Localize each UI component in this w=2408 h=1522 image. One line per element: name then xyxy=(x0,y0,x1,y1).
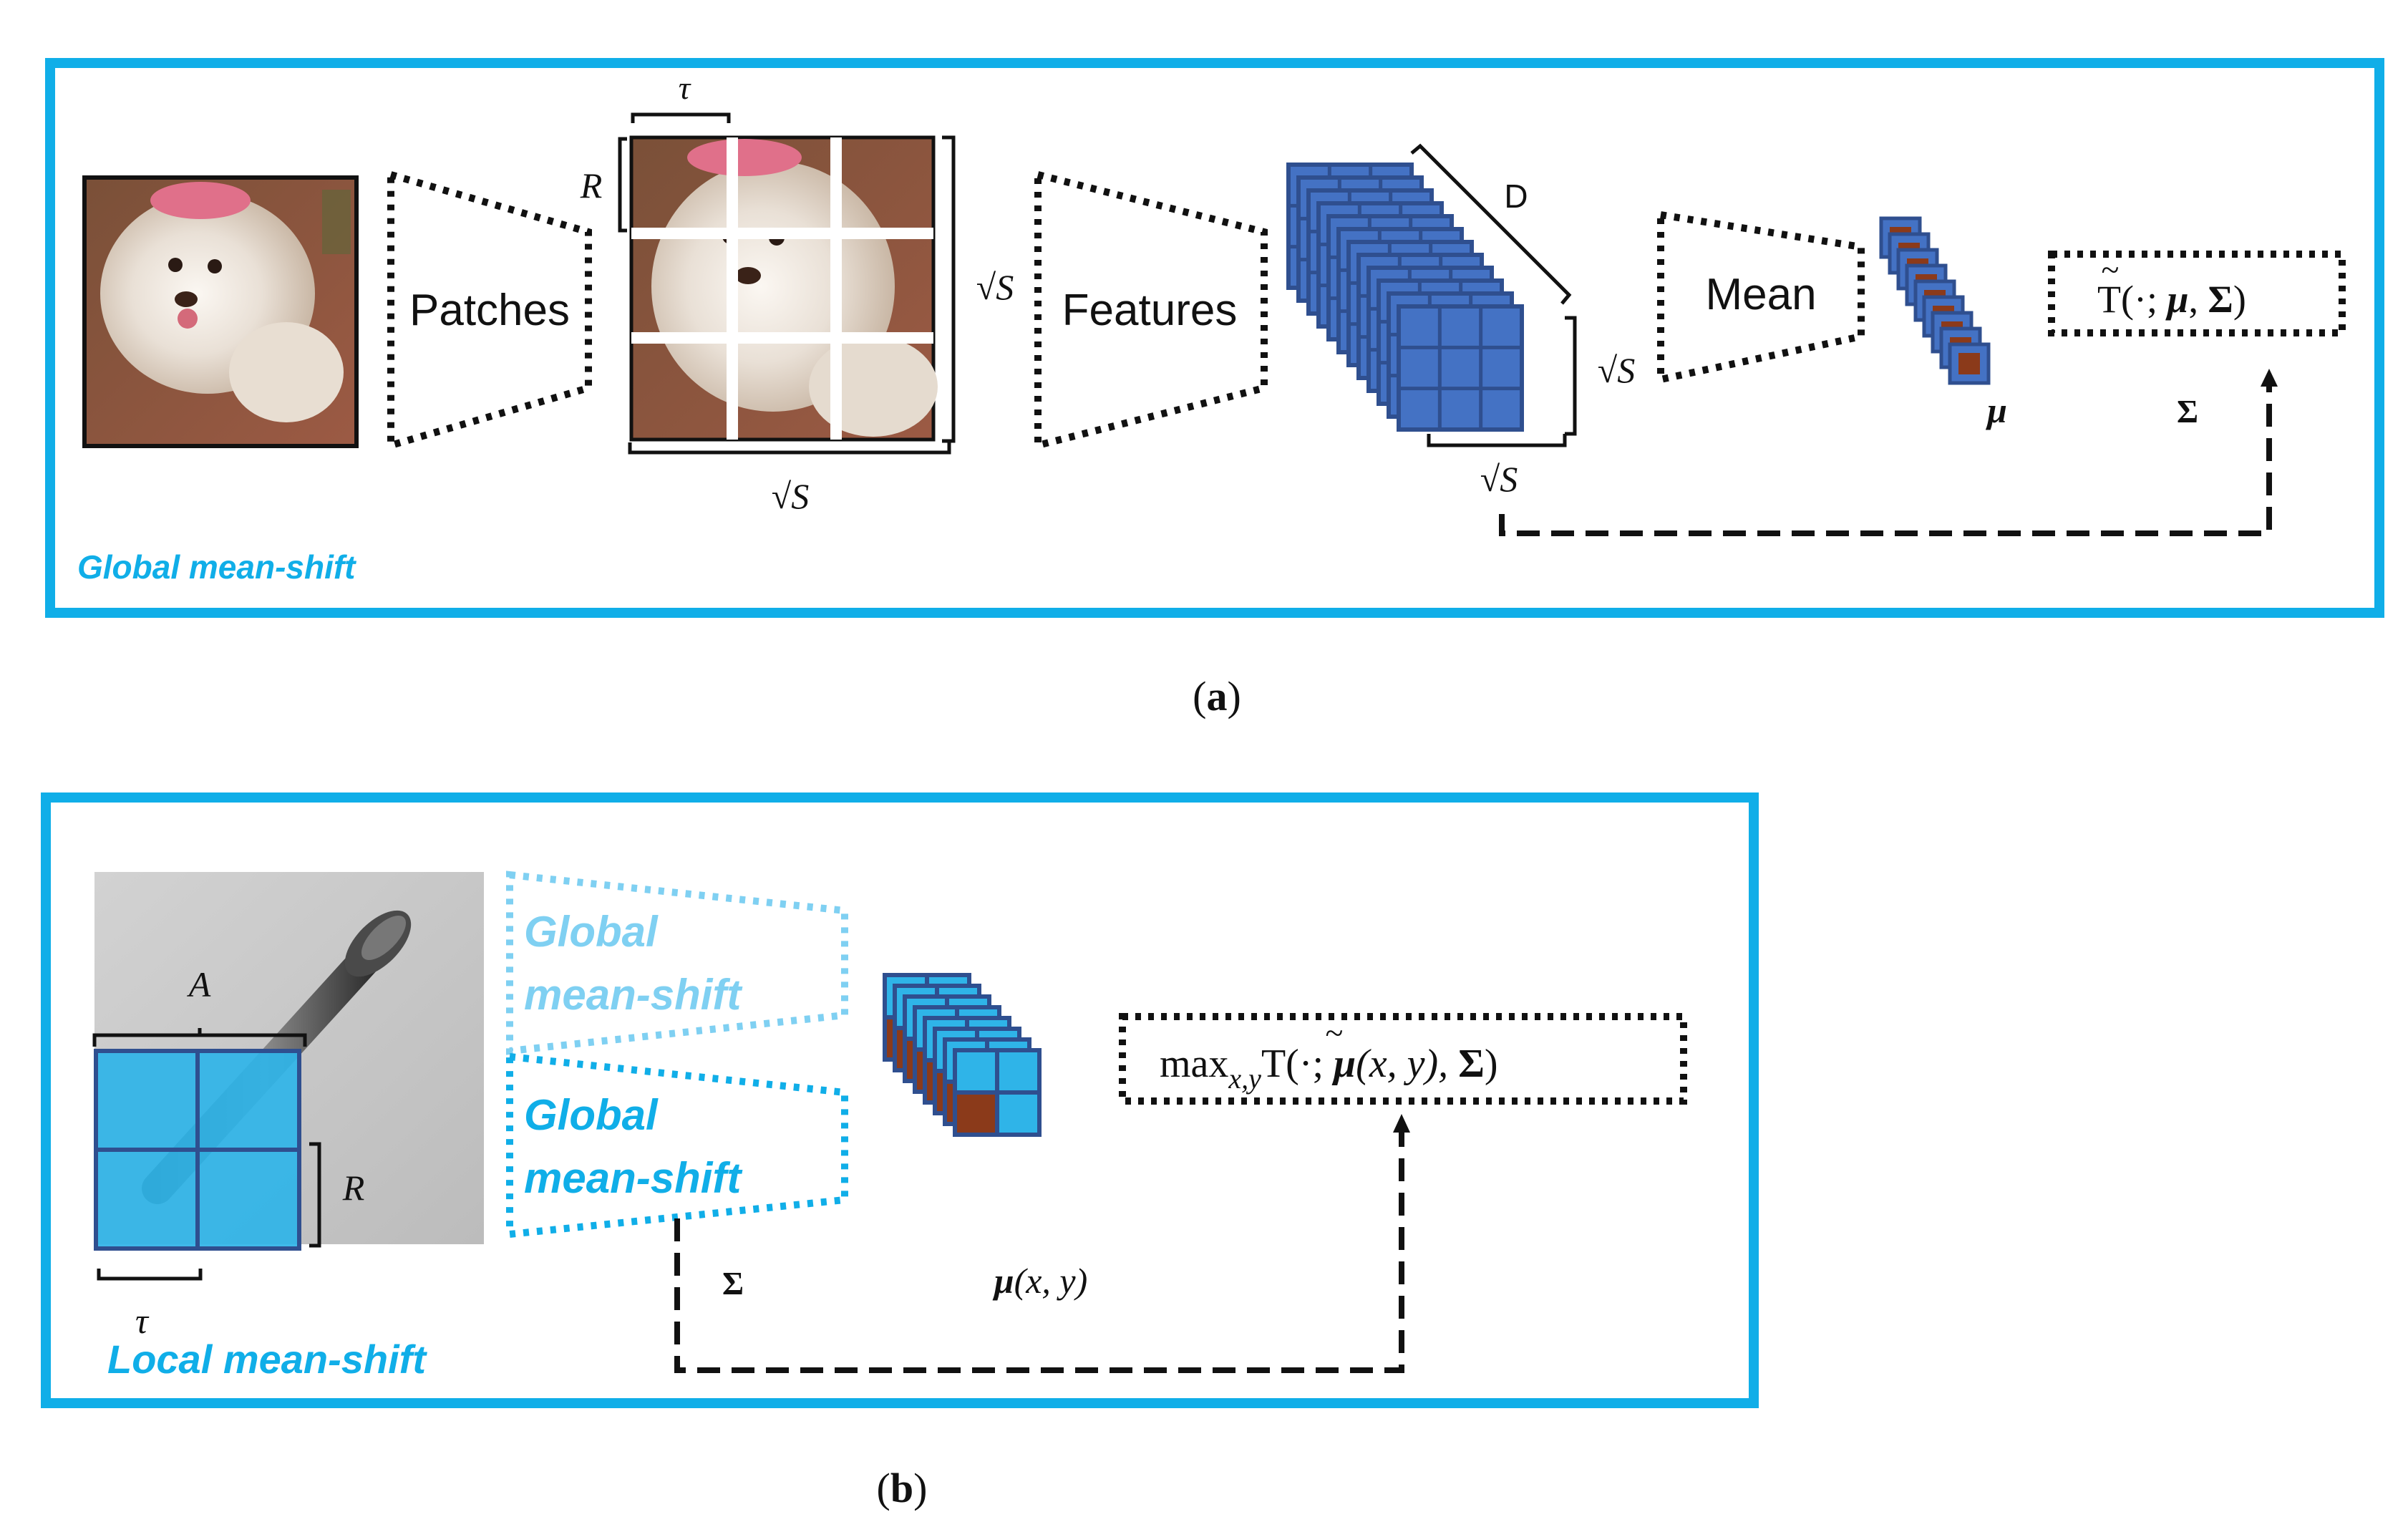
max-formula-t: T xyxy=(1261,1042,1286,1086)
mu-xy-args: (x, y) xyxy=(1014,1261,1088,1301)
active-block-line1: Global xyxy=(524,1091,659,1139)
patch-grid-image xyxy=(629,135,938,442)
r-bracket-a xyxy=(618,137,627,233)
ghost-block-line2: mean-shift xyxy=(524,971,743,1019)
sqrt-s-bracket-right-a xyxy=(942,135,956,443)
panel-a-section-label: Global mean-shift xyxy=(77,548,356,586)
tau-label-a: τ xyxy=(679,69,691,106)
max-formula-max: max xyxy=(1160,1042,1228,1086)
patches-block xyxy=(387,170,592,450)
active-block-line2: mean-shift xyxy=(524,1154,743,1202)
feature-stack xyxy=(1286,163,1524,432)
max-formula-args: (x, y), xyxy=(1356,1042,1458,1086)
t-formula-tilde: ~ xyxy=(2102,251,2120,288)
tau-bracket-a xyxy=(631,112,731,123)
tau-bracket-b xyxy=(97,1269,203,1281)
t-formula-open: (·; xyxy=(2121,278,2167,321)
caption-b: (b) xyxy=(877,1465,928,1511)
tau-label-b: τ xyxy=(135,1301,150,1341)
t-formula-box xyxy=(2048,251,2346,336)
t-formula-mu: μ xyxy=(2165,278,2188,321)
sqrt-s-label-bottom-a: √S xyxy=(772,476,809,516)
sigma-label-b: Σ xyxy=(722,1265,744,1302)
local-mean-value xyxy=(957,1092,997,1133)
local-patch-cell xyxy=(195,1049,301,1152)
max-formula-mu: μ xyxy=(1331,1042,1356,1086)
d-label: D xyxy=(1504,178,1528,215)
caption-a: (a) xyxy=(1193,673,1241,719)
a-label: A xyxy=(187,964,211,1004)
panel-b-frame xyxy=(41,792,1759,1408)
local-mean-stack xyxy=(883,973,1042,1137)
mu-label-a: μ xyxy=(1985,390,2007,430)
t-formula-sigma: Σ xyxy=(2208,278,2233,321)
global-mean-shift-ghost-block xyxy=(506,871,848,1055)
caption-a-letter: a xyxy=(1207,673,1228,719)
t-formula-close: ) xyxy=(2233,278,2246,321)
sqrt-s-label-right-feat: √S xyxy=(1598,350,1635,390)
feature-map xyxy=(1397,304,1524,432)
features-label: Features xyxy=(1062,286,1238,335)
max-formula-open: (·; xyxy=(1286,1042,1334,1086)
mu-xy-label: μ(x, y) xyxy=(992,1261,1088,1301)
sqrt-s-label-right-a: √S xyxy=(976,267,1014,307)
sqrt-s-bracket-right-feat xyxy=(1565,316,1577,436)
ghost-block-line1: Global xyxy=(524,908,659,956)
caption-b-letter: b xyxy=(890,1465,913,1511)
r-label-b: R xyxy=(342,1168,365,1208)
feedback-arrowhead-a xyxy=(2261,369,2278,387)
feedback-arrow-b xyxy=(674,1131,1404,1373)
max-formula-sigma: Σ xyxy=(1458,1042,1485,1086)
r-bracket-b xyxy=(309,1142,321,1248)
feedback-arrow-a xyxy=(1499,385,2272,536)
mean-vector-value xyxy=(1958,353,1980,374)
patches-label: Patches xyxy=(409,286,570,335)
local-patch-grid xyxy=(94,1049,301,1251)
dog-image xyxy=(82,175,359,448)
max-formula-close: ) xyxy=(1485,1042,1498,1086)
max-formula: maxx,yT(·; μ(x, y), Σ) xyxy=(1160,1042,1497,1095)
t-formula: T(·; μ, Σ) xyxy=(2097,278,2246,321)
t-formula-comma: , xyxy=(2189,278,2208,321)
local-patch-cell xyxy=(94,1049,200,1152)
mean-label: Mean xyxy=(1705,270,1816,319)
mean-vector-stack xyxy=(1879,216,1991,385)
global-mean-shift-active-block xyxy=(506,1052,848,1239)
sqrt-s-bracket-bottom-feat xyxy=(1427,434,1567,447)
t-formula-t: T xyxy=(2097,278,2121,321)
panel-b-section-label: Local mean-shift xyxy=(107,1337,427,1382)
r-label-a: R xyxy=(580,165,603,205)
sqrt-s-bracket-bottom-a xyxy=(628,442,951,455)
panel-b: A R τ Global mean-shift Global mean-shif… xyxy=(41,792,1759,1408)
max-formula-tilde: ~ xyxy=(1326,1014,1344,1051)
panel-a-frame xyxy=(45,58,2384,618)
feedback-arrowhead-b xyxy=(1393,1114,1410,1133)
panel-a: Patches τ R √S √S Features xyxy=(45,58,2384,618)
max-formula-sub: x,y xyxy=(1228,1062,1261,1095)
sqrt-s-label-bottom-feat: √S xyxy=(1480,459,1518,499)
local-patch-cell xyxy=(195,1148,301,1251)
local-patch-cell xyxy=(94,1148,200,1251)
sigma-label-a: Σ xyxy=(2177,393,2198,430)
d-bracket xyxy=(1410,143,1572,305)
local-mean-map xyxy=(953,1048,1042,1137)
mu-xy-mu: μ xyxy=(992,1261,1014,1301)
features-block xyxy=(1034,170,1268,450)
